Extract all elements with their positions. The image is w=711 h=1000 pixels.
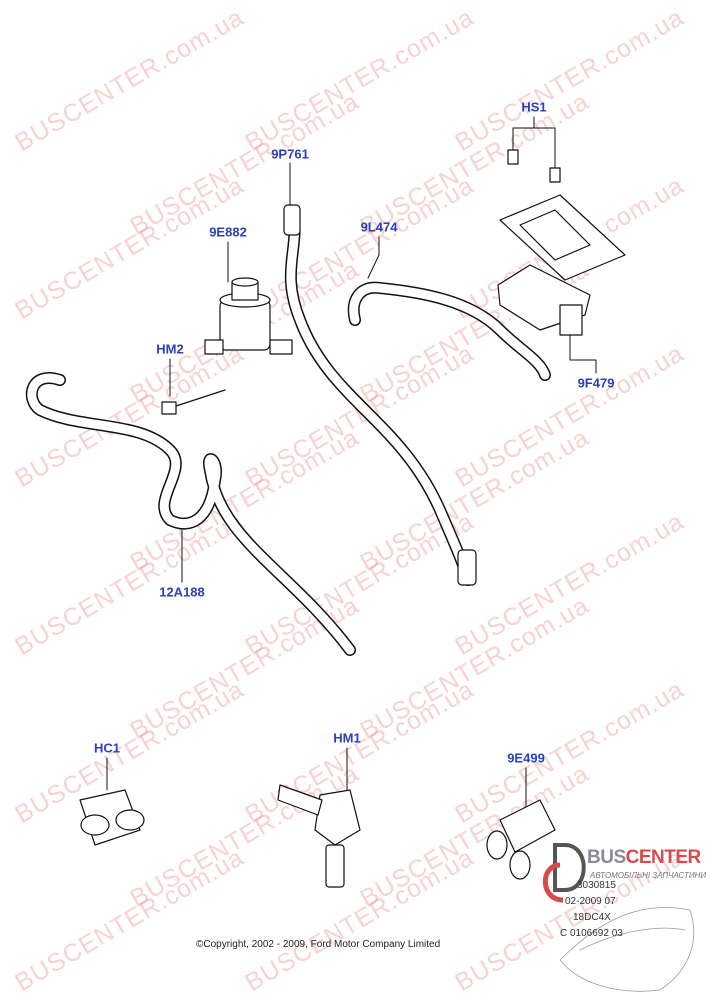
part-label-9E882[interactable]: 9E882 xyxy=(209,224,247,240)
code-line: 3030815 xyxy=(577,880,616,891)
part-label-HM2[interactable]: HM2 xyxy=(156,341,184,357)
logo-mark-icon xyxy=(542,843,586,903)
hose-fills xyxy=(27,207,550,655)
part-label-HC1[interactable]: HC1 xyxy=(93,740,121,756)
part-label-9E499[interactable]: 9E499 xyxy=(507,750,545,766)
car-sketch xyxy=(559,907,695,992)
code-line: 18DC4X xyxy=(573,912,611,923)
logo-brand-bus: BUS xyxy=(587,847,626,868)
leader-lines xyxy=(106,116,597,813)
buscenter-logo: BUSCENTER АВТОМОБІЛЬНІ ЗАПЧАСТИНИ xyxy=(540,843,707,903)
code-line: 02-2009 07 xyxy=(565,896,616,907)
part-label-9P761[interactable]: 9P761 xyxy=(271,146,309,162)
part-label-HS1[interactable]: HS1 xyxy=(521,99,547,115)
part-label-9L474[interactable]: 9L474 xyxy=(360,219,398,235)
part-label-9F479[interactable]: 9F479 xyxy=(577,375,615,391)
logo-subtitle: АВТОМОБІЛЬНІ ЗАПЧАСТИНИ xyxy=(590,871,707,880)
part-label-12A188[interactable]: 12A188 xyxy=(159,584,205,600)
components xyxy=(79,149,626,888)
logo-brand-center: CENTER xyxy=(625,847,702,868)
copyright-notice: ©Copyright, 2002 - 2009, Ford Motor Comp… xyxy=(196,939,441,950)
logo-brand: BUSCENTER xyxy=(587,847,701,869)
code-line: C 0106692 03 xyxy=(560,928,623,939)
part-label-HM1[interactable]: HM1 xyxy=(333,730,361,746)
